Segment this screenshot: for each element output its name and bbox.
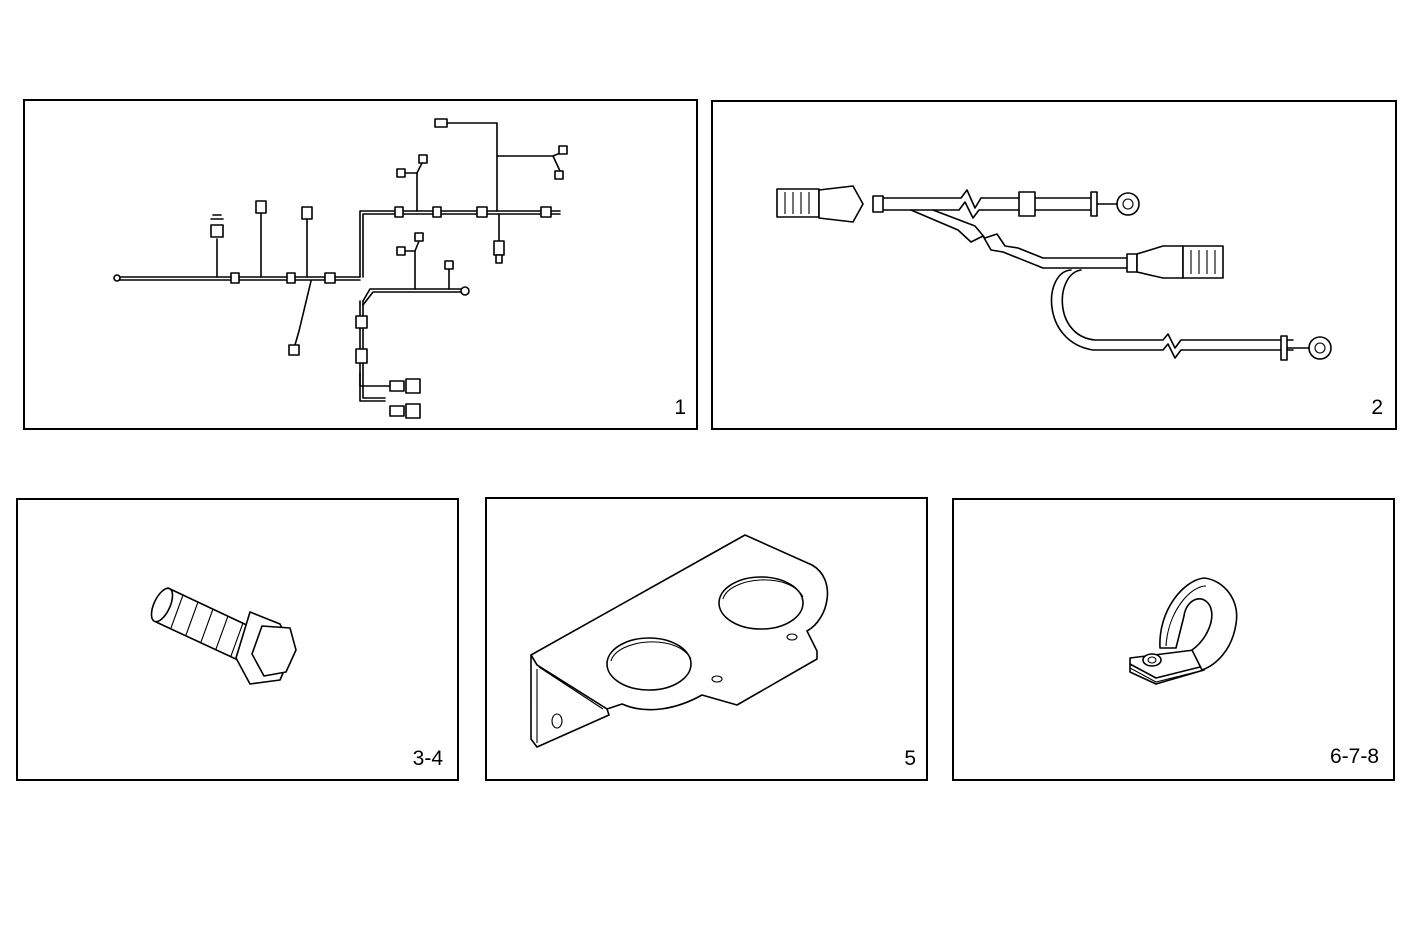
callout-label: 3-4 [412,747,443,770]
cable-clamp-drawing [1129,577,1238,685]
panel-wiring-harness-branch: 2 [711,100,1397,430]
hex-bolt-drawing [150,587,297,685]
panel-hex-bolt: 3-4 [16,498,459,781]
wiring-harness-branch-drawing [776,185,1332,361]
panel-cable-clamp: 6-7-8 [952,498,1395,781]
panel-wiring-harness-main: 1 [23,99,698,430]
callout-label: 2 [1371,396,1383,419]
wiring-harness-main-drawing [113,118,568,419]
panel-mounting-bracket: 5 [485,497,928,781]
callout-label: 1 [674,396,686,419]
callout-label: 6-7-8 [1329,745,1379,768]
callout-label: 5 [904,747,916,770]
mounting-bracket-drawing [530,534,829,748]
